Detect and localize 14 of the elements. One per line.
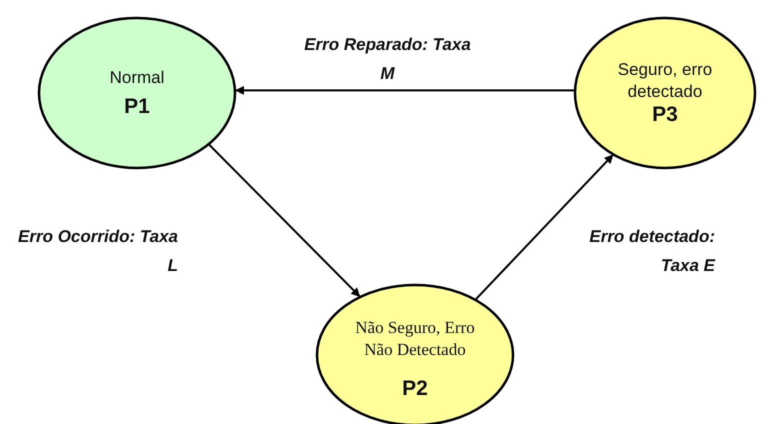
state-description: Seguro, erro detectado [616, 58, 714, 103]
state-id: P2 [402, 377, 428, 402]
edge-label: Erro Ocorrido: Taxa L [17, 226, 178, 277]
arrow [234, 86, 576, 95]
arrow [474, 154, 614, 301]
state-description: Normal [110, 66, 164, 89]
state-id: P1 [124, 95, 150, 120]
state-id: P3 [652, 103, 678, 128]
arrow [208, 143, 361, 298]
edge-label: Erro Reparado: Taxa M [303, 34, 472, 85]
state-description: Não Seguro, Erro Não Detectado [355, 316, 475, 361]
state-ellipse [573, 16, 757, 170]
edge-label: Erro detectado: Taxa E [588, 226, 715, 277]
state-ellipse [37, 16, 237, 170]
